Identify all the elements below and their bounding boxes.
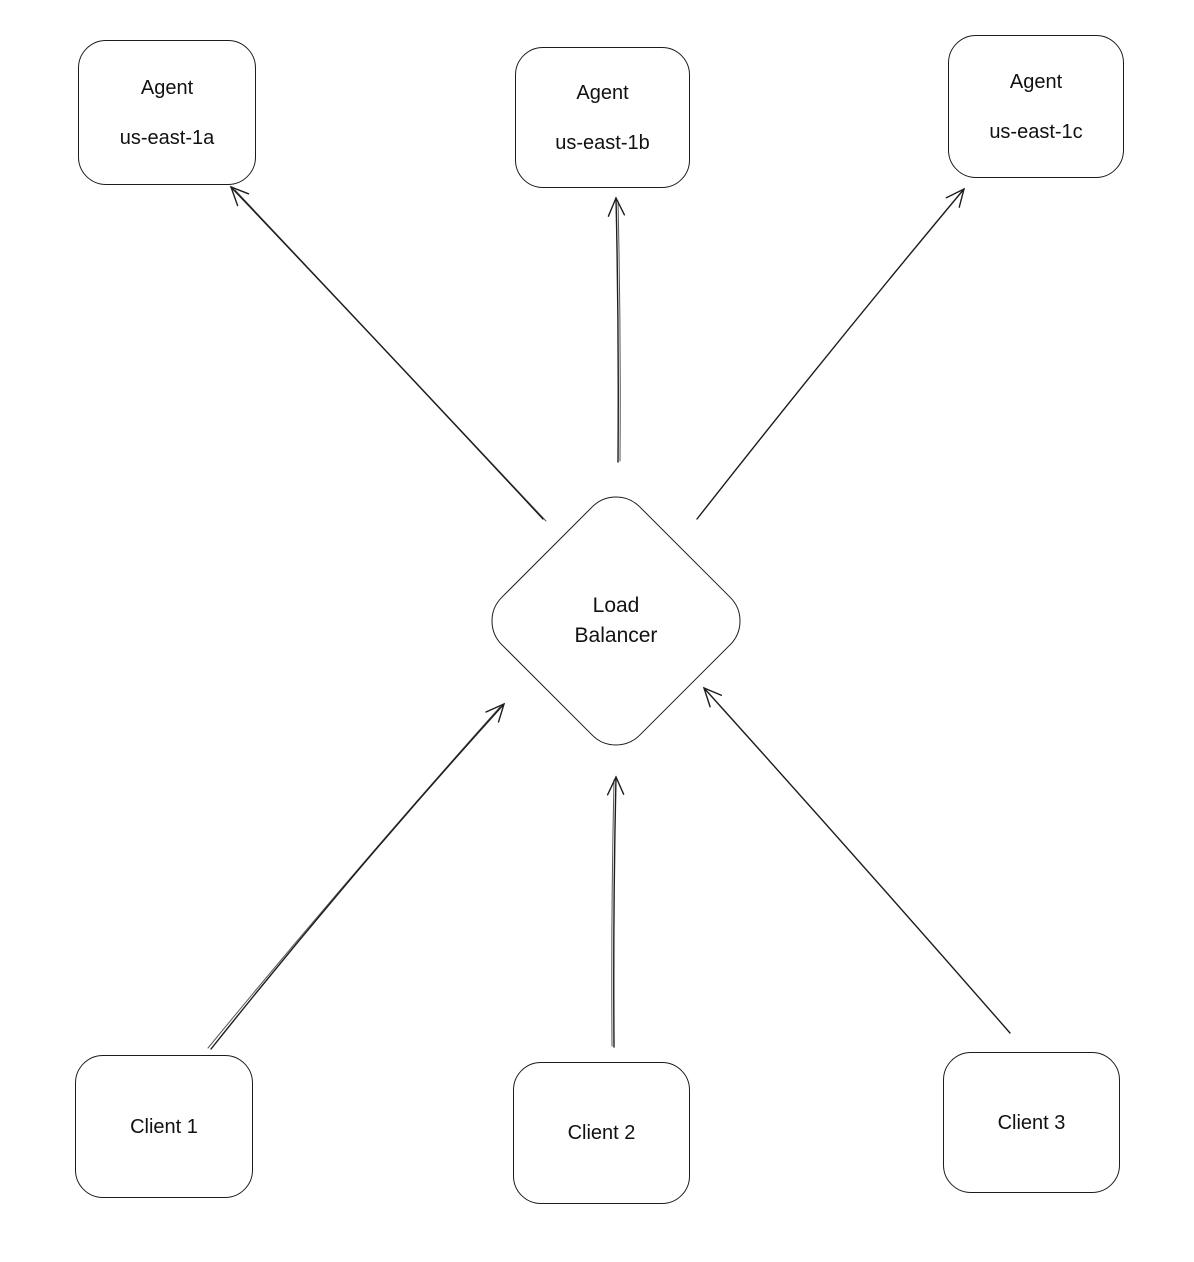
client-2-label: Client 2 (567, 1122, 636, 1144)
edge-client1-to-lb[interactable] (210, 702, 506, 1050)
node-agent-us-east-1c[interactable]: Agent us-east-1c (948, 35, 1124, 178)
agent-a-subtitle: us-east-1a (119, 126, 215, 149)
agent-a-title: Agent (140, 76, 194, 99)
agent-c-subtitle: us-east-1c (989, 120, 1083, 143)
agent-b-title: Agent (576, 81, 629, 104)
client-1-label: Client 1 (130, 1115, 198, 1138)
load-balancer-label: Load Balancer (574, 594, 658, 647)
edge-client2-to-lb[interactable] (606, 775, 625, 1048)
node-agent-us-east-1a[interactable]: Agent us-east-1a (78, 40, 256, 185)
edge-client2-to-lb-sketch (611, 779, 615, 1047)
edge-lb-to-agent-a[interactable] (229, 185, 544, 520)
node-client-3[interactable]: Client 3 (943, 1052, 1120, 1193)
edge-lb-to-agent-b-sketch (617, 200, 621, 462)
agent-b-subtitle: us-east-1b (555, 131, 650, 154)
edge-lb-to-agent-a-sketch (234, 189, 547, 522)
client-3-label: Client 3 (997, 1111, 1066, 1134)
agent-c-title: Agent (1009, 70, 1063, 93)
load-balancer-inner: Load Balancer (519, 524, 713, 718)
node-agent-us-east-1b[interactable]: Agent us-east-1b (515, 47, 690, 188)
node-client-1[interactable]: Client 1 (75, 1055, 253, 1198)
edge-lb-to-agent-b[interactable] (607, 196, 626, 463)
node-client-2[interactable]: Client 2 (513, 1062, 690, 1204)
edge-client1-to-lb-sketch (207, 706, 501, 1049)
edge-client3-to-lb[interactable] (702, 686, 1011, 1034)
edge-lb-to-agent-c[interactable] (696, 187, 966, 520)
